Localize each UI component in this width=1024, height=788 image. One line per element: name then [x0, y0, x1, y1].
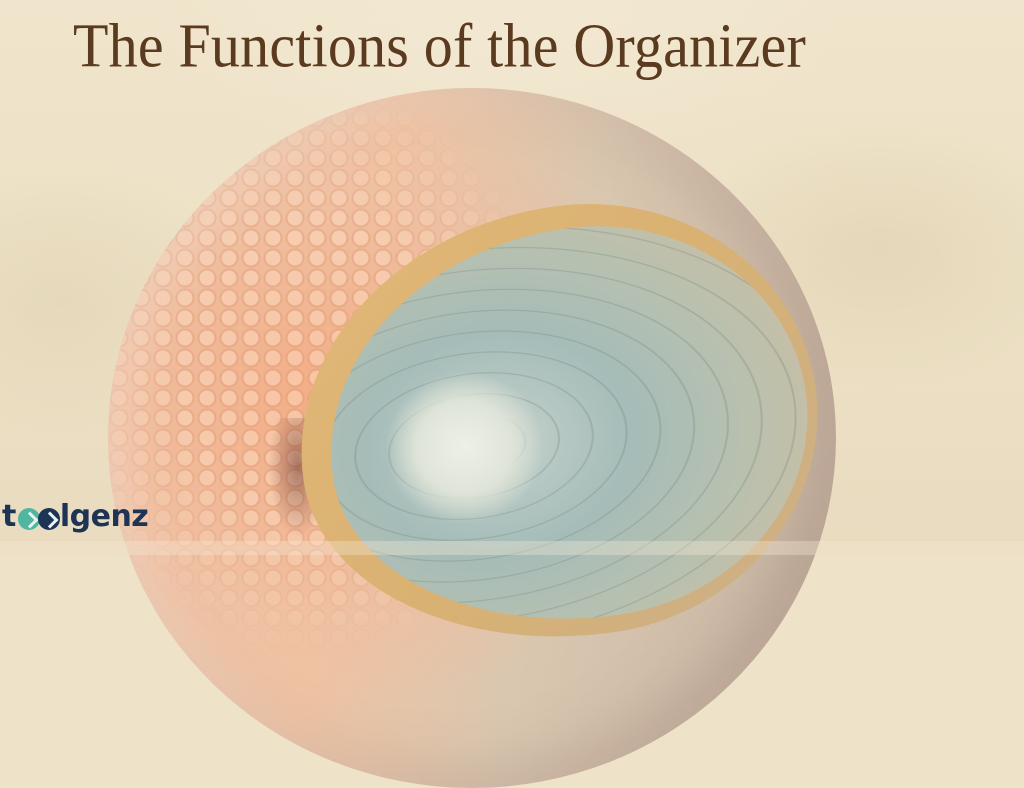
logo-prefix: t: [2, 499, 16, 534]
logo-suffix: lgenz: [59, 499, 149, 534]
logo-navy-arrow-icon: [37, 508, 60, 530]
brand-logo[interactable]: t lgenz: [2, 498, 149, 536]
organizer-illustration: [108, 88, 836, 788]
page-title: The Functions of the Organizer: [73, 10, 806, 81]
logo-teal-arrow-icon: [17, 508, 40, 530]
bottom-band: [0, 541, 1024, 555]
